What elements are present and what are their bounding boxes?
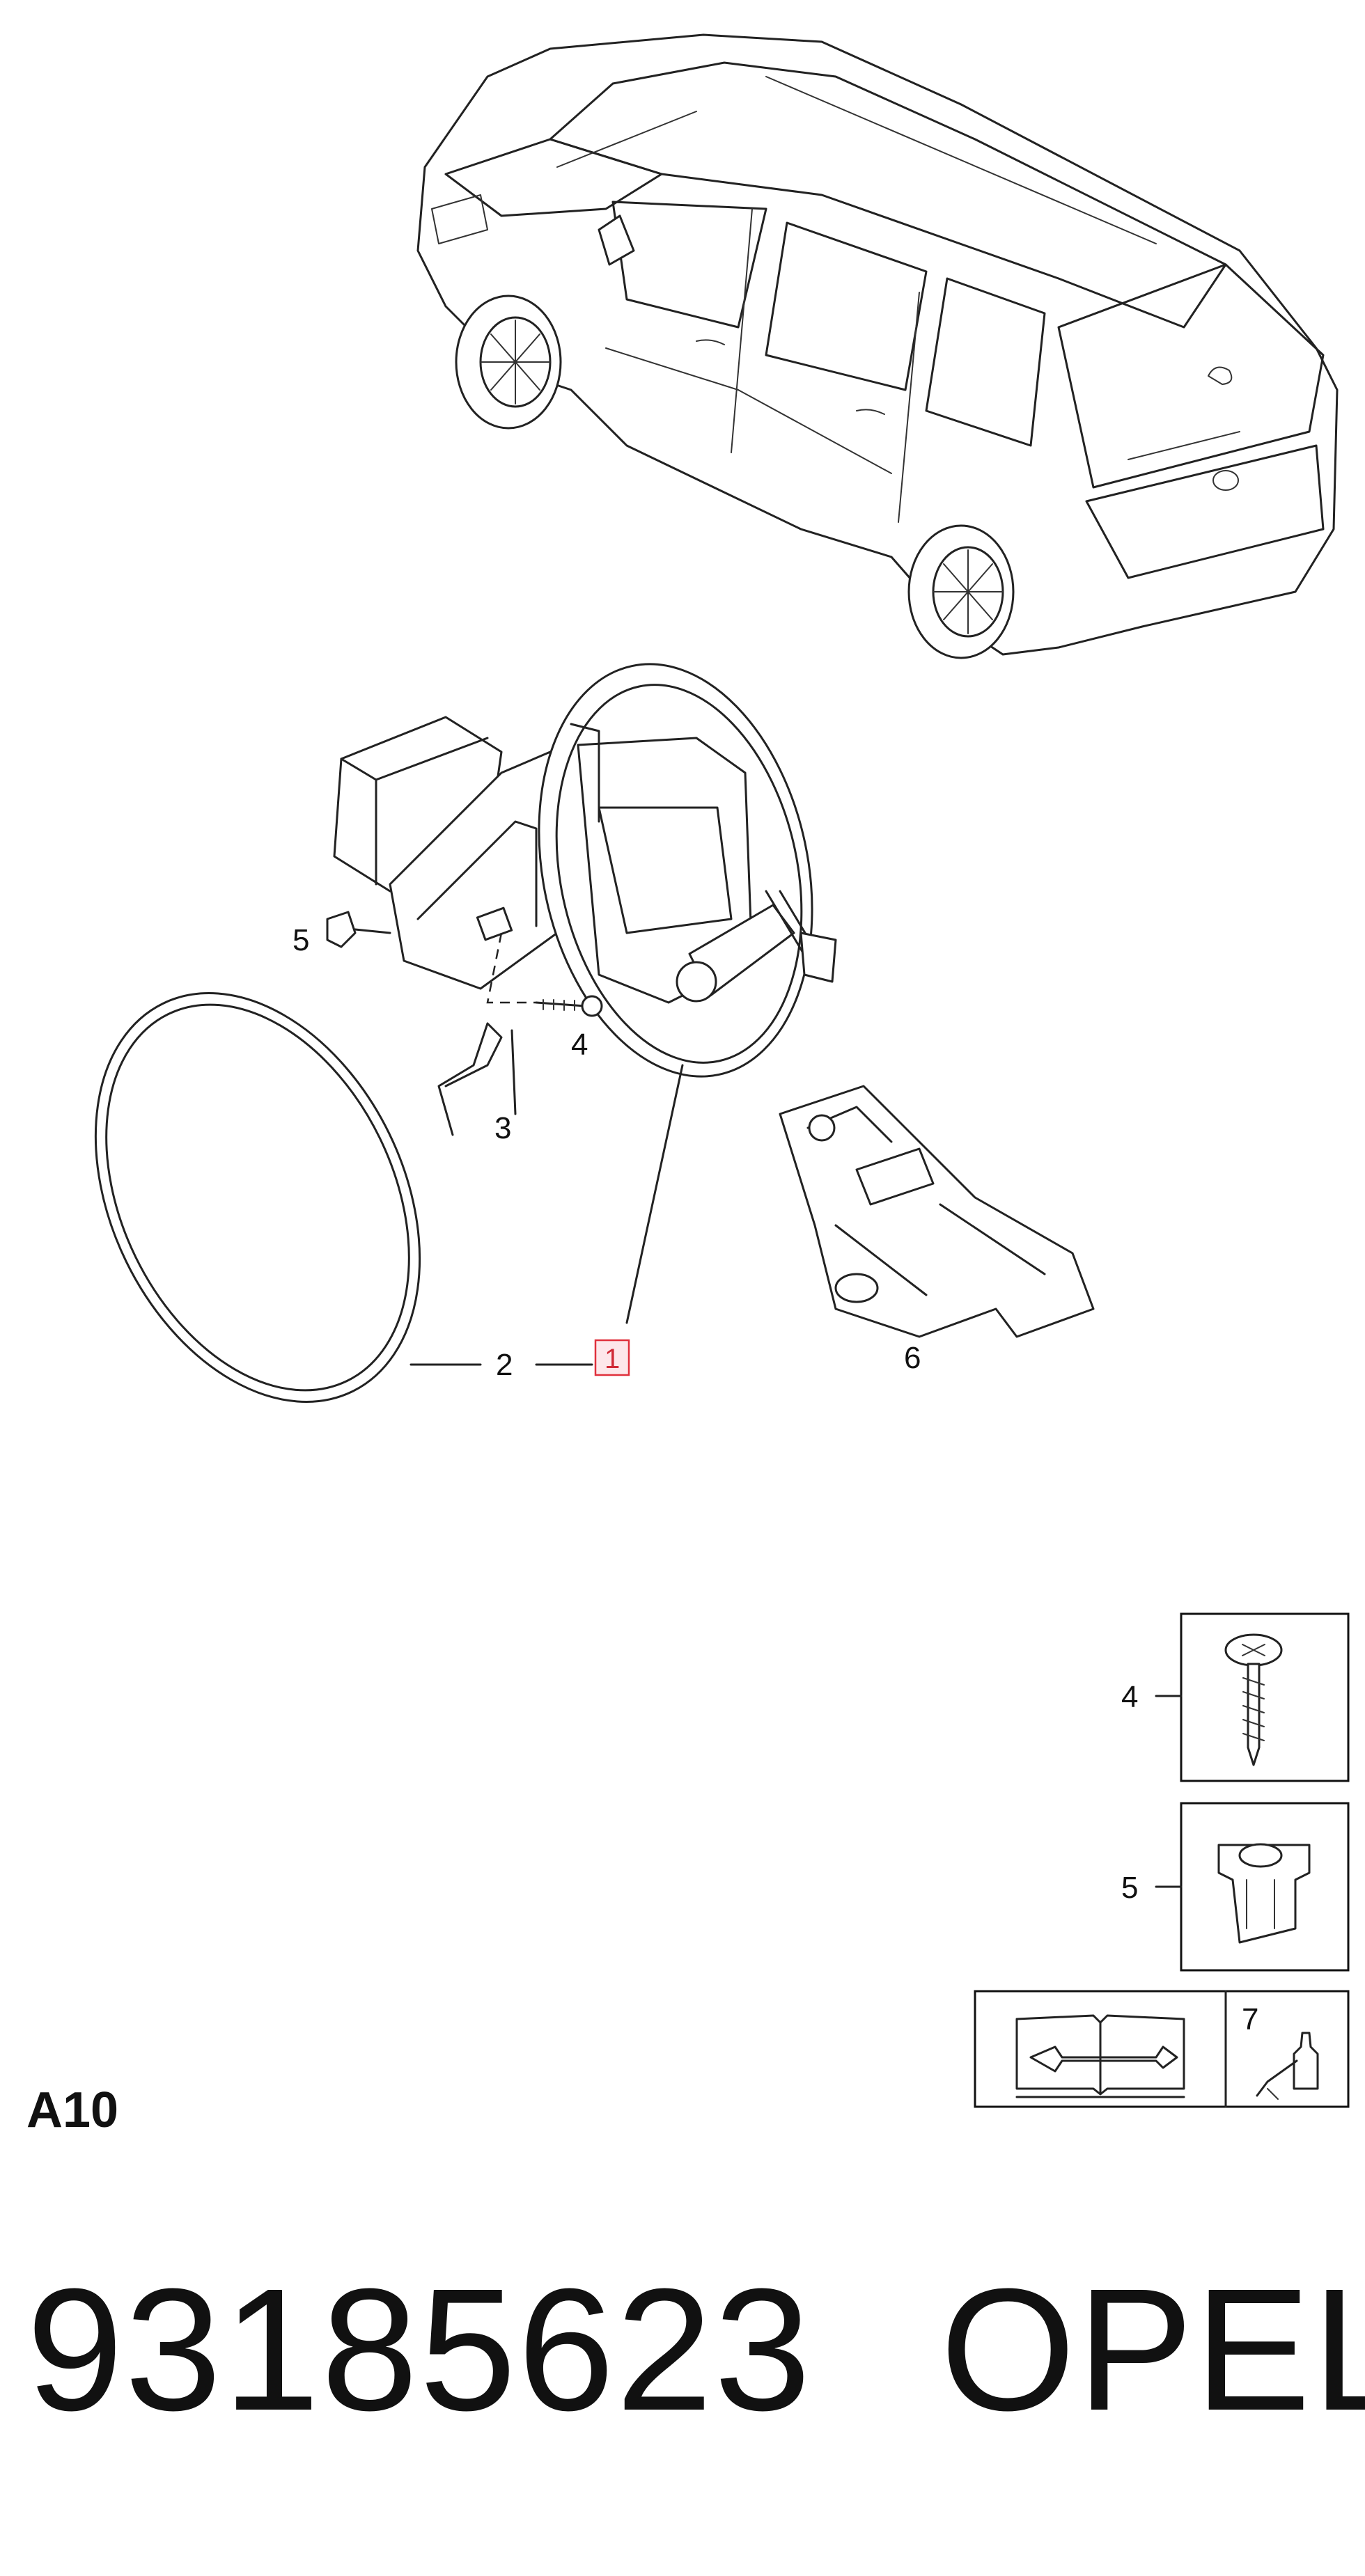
callout-5: 5 (292, 923, 309, 957)
legend-label-4: 4 (1121, 1680, 1138, 1714)
repair-manual-icon (1015, 2014, 1185, 2098)
part-number: 93185623 (26, 2252, 813, 2447)
car-illustration (416, 33, 1339, 659)
callout-4: 4 (571, 1028, 588, 1062)
section-label: A10 (26, 2082, 119, 2138)
clip-icon (1217, 1843, 1311, 1944)
clip-small (326, 911, 391, 948)
callout-6: 6 (904, 1341, 921, 1375)
legend-tools: 7 (974, 1990, 1350, 2108)
callout-3: 3 (494, 1111, 511, 1145)
legend-screw: 4 (1121, 1612, 1350, 1782)
legend-label-7: 7 (1242, 2002, 1258, 2036)
actuator-bracket (779, 1085, 1095, 1338)
adhesive-bottle-icon (1256, 2032, 1319, 2100)
callout-2: 2 (496, 1348, 513, 1382)
fuel-filler-housing (333, 716, 559, 990)
legend-clip: 5 (1121, 1802, 1350, 1972)
screw-small (535, 995, 603, 1017)
seal-ring (94, 992, 421, 1403)
dashed-leader (486, 932, 536, 1004)
callout-1: 1 (604, 1344, 620, 1374)
callout-1-highlight[interactable]: 1 (594, 1339, 630, 1376)
legend-label-5: 5 (1121, 1871, 1138, 1905)
brand-name: OPEL (940, 2252, 1365, 2447)
fuel-flap (538, 663, 837, 1078)
leader-part-1 (625, 1064, 684, 1324)
spring (437, 1022, 517, 1136)
screw-icon (1224, 1633, 1283, 1766)
